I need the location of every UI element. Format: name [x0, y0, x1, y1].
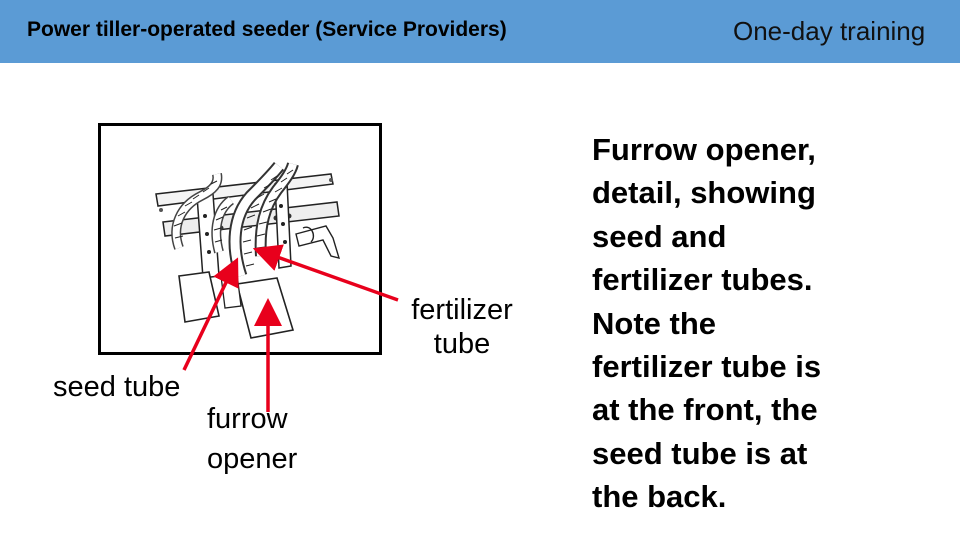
description-line: detail, showing: [592, 175, 816, 211]
furrow-opener-label-line1: furrow: [207, 403, 288, 435]
description-line: seed tube is at: [592, 435, 808, 471]
fertilizer-tube-label-line1: fertilizer: [411, 294, 513, 326]
page-title: Power tiller-operated seeder (Service Pr…: [27, 18, 507, 41]
description-line: Furrow opener,: [592, 132, 816, 167]
furrow-opener-label: furrow opener: [207, 402, 297, 476]
fertilizer-tube-label-line2: tube: [433, 328, 491, 360]
seeder-illustration: [98, 123, 382, 355]
furrow-opener-label-line2: opener: [207, 443, 298, 475]
seed-tube-arrow: [182, 257, 239, 371]
description-line: seed and: [592, 218, 727, 254]
description-line: fertilizer tubes.: [592, 262, 813, 298]
description-line: fertilizer tube is: [592, 349, 822, 385]
description-text: Furrow opener, detail, showing seed and …: [592, 128, 892, 519]
description-line: at the front, the: [592, 392, 818, 428]
header-bar: Power tiller-operated seeder (Service Pr…: [0, 0, 960, 63]
page-subtitle: One-day training: [733, 16, 926, 46]
description-line: Note the: [592, 305, 716, 341]
seed-tube-label: seed tube: [53, 371, 181, 403]
fertilizer-tube-label: fertilizer tube: [398, 293, 526, 361]
description-line: the back.: [592, 479, 727, 515]
fertilizer-tube-arrow: [252, 244, 399, 302]
